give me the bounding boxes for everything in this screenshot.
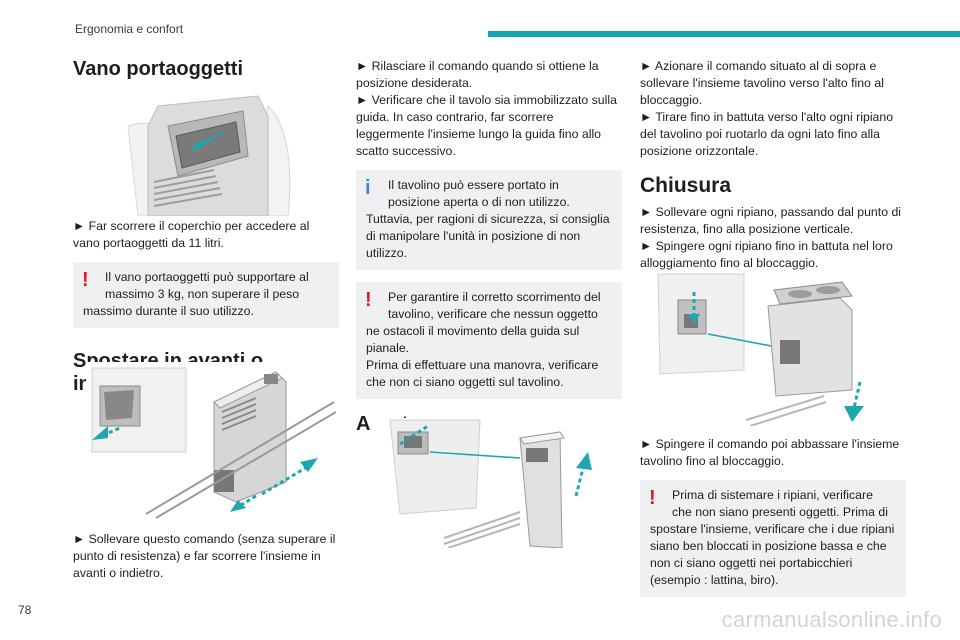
- warning-text-rest: massimo durante il suo utilizzo.: [83, 304, 254, 318]
- paragraph-check: ► Verificare che il tavolo sia immobiliz…: [356, 93, 617, 158]
- warning-note-sliding: ! Per garantire il corretto scorrimento …: [356, 282, 622, 399]
- column-left-text-1: ► Far scorrere il coperchio per accedere…: [73, 218, 339, 396]
- illustration-closing: [654, 270, 878, 426]
- warning-text-first: Il vano portaoggetti può supportare al m…: [105, 270, 309, 301]
- warning-text-first: Prima di sistemare i ripiani, verificare…: [672, 488, 889, 519]
- warning-note-storage: ! Il vano portaoggetti può supportare al…: [73, 262, 339, 328]
- column-left-text-2: ► Sollevare questo comando (senza supera…: [73, 531, 339, 582]
- info-note: i Il tavolino può essere portato in posi…: [356, 170, 622, 270]
- paragraph-release: ► Rilasciare il comando quando si ottien…: [356, 59, 599, 90]
- illustration-opening: [370, 418, 618, 548]
- illustration-slide-table: [86, 362, 336, 522]
- warning-icon: !: [649, 487, 656, 509]
- page-number: 78: [18, 603, 32, 617]
- column-right-text-2: ► Spingere il comando poi abbassare l'in…: [640, 436, 906, 597]
- column-right: ► Azionare il comando situato al di sopr…: [640, 58, 906, 272]
- heading-close: Chiusura: [640, 174, 732, 197]
- illustration-storage-compartment: [118, 86, 298, 216]
- heading-storage: Vano portaoggetti: [73, 58, 243, 80]
- paragraph-push: ► Spingere ogni ripiano fino in battuta …: [640, 239, 893, 271]
- warning-text-rest-1: ne ostacoli il movimento della guida sul…: [366, 324, 580, 355]
- paragraph-pull: ► Tirare fino in battuta verso l'alto og…: [640, 110, 894, 158]
- info-text-rest: Tuttavia, per ragioni di sicurezza, si c…: [366, 212, 610, 260]
- paragraph-lift: ► Sollevare ogni ripiano, passando dal p…: [640, 205, 902, 237]
- info-text-first: Il tavolino può essere portato in posizi…: [388, 178, 570, 209]
- watermark-text: carmanualsonline.info: [721, 607, 942, 632]
- warning-text-first: Per garantire il corretto scorrimento de…: [388, 290, 601, 321]
- paragraph-lower: ► Spingere il comando poi abbassare l'in…: [640, 437, 900, 468]
- warning-text-rest: spostare l'insieme, verificare che i due…: [650, 522, 895, 587]
- column-middle: ► Rilasciare il comando quando si ottien…: [356, 58, 622, 436]
- warning-icon: !: [82, 269, 89, 291]
- column-left: Vano portaoggetti: [73, 56, 339, 81]
- section-title: Ergonomia e confort: [75, 22, 184, 36]
- warning-note-closing: ! Prima di sistemare i ripiani, verifica…: [640, 480, 906, 597]
- paragraph-move: ► Sollevare questo comando (senza supera…: [73, 532, 336, 580]
- warning-icon: !: [365, 289, 372, 311]
- paragraph-activate: ► Azionare il comando situato al di sopr…: [640, 59, 884, 107]
- header-accent-bar: [488, 31, 960, 37]
- info-icon: i: [365, 177, 371, 199]
- paragraph-storage: ► Far scorrere il coperchio per accedere…: [73, 219, 310, 250]
- warning-text-rest-2: Prima di effettuare una manovra, verific…: [366, 358, 599, 389]
